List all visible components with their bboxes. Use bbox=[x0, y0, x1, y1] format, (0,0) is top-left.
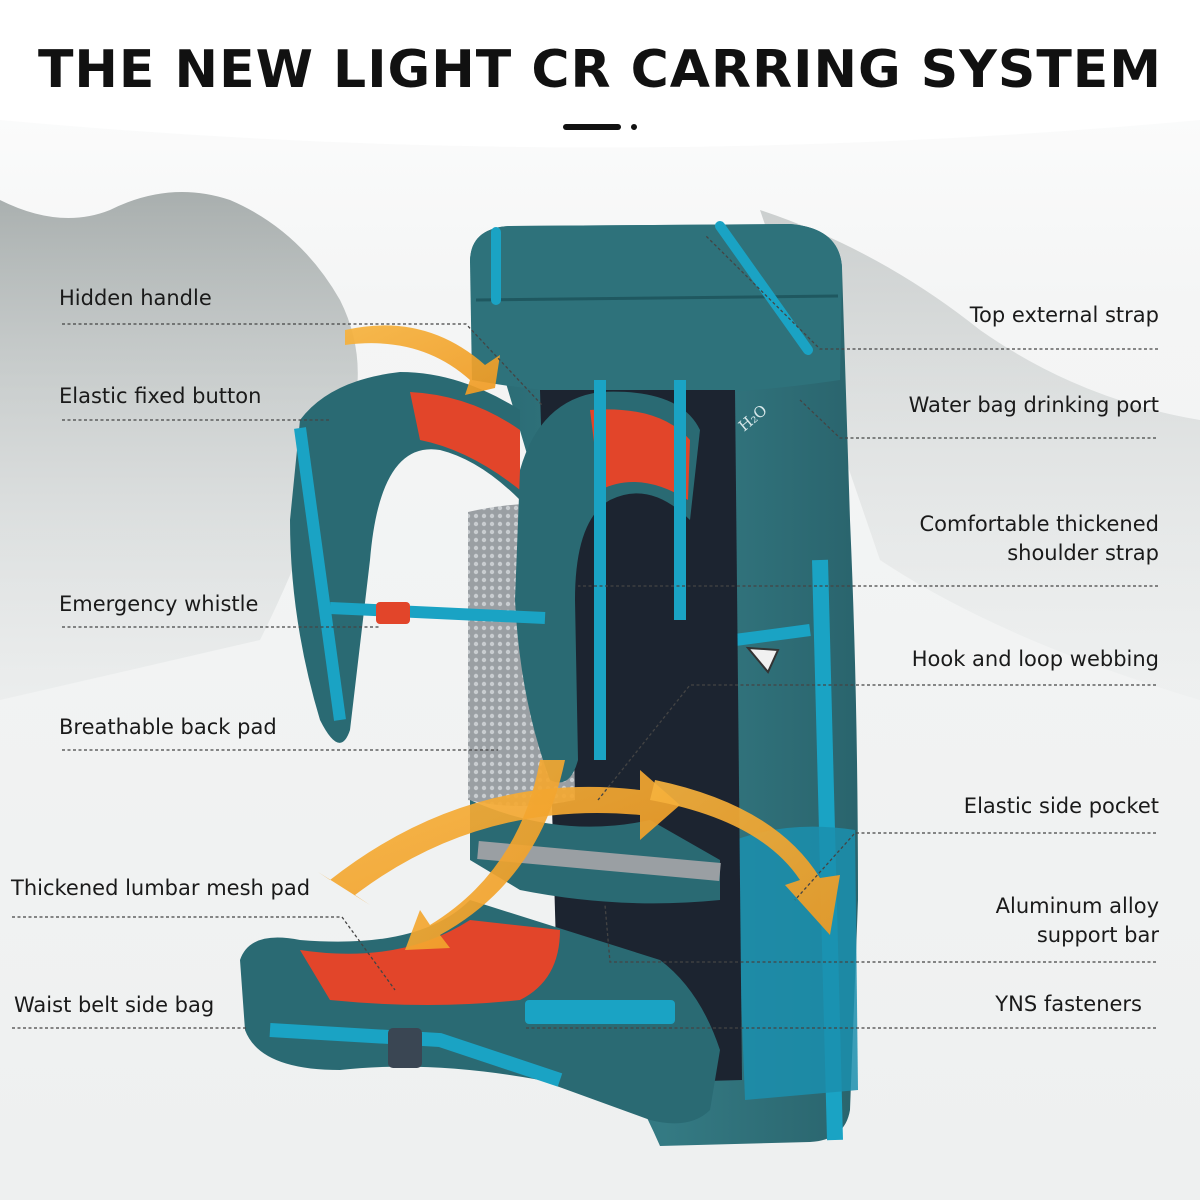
right-strap-orange-lining bbox=[590, 409, 690, 500]
leader-water-bag-drinking-port bbox=[799, 399, 1156, 439]
leader-hidden-handle bbox=[62, 323, 543, 406]
top-external-strap-shape bbox=[491, 221, 813, 355]
title-divider-dot bbox=[631, 124, 637, 130]
page-title: THE NEW LIGHT CR CARRING SYSTEM bbox=[37, 40, 1163, 100]
callout-yns-fasteners: YNS fasteners bbox=[995, 992, 1142, 1016]
callout-support-bar-line2: support bar bbox=[1036, 923, 1159, 947]
sternum-strap bbox=[329, 602, 546, 624]
title-divider bbox=[563, 124, 621, 130]
arrow-left bbox=[318, 770, 680, 905]
yns-buckle bbox=[388, 1028, 422, 1068]
left-strap-orange-lining bbox=[410, 392, 520, 490]
callout-hidden-handle: Hidden handle bbox=[59, 286, 212, 310]
leader-top-external-strap bbox=[705, 235, 1158, 350]
callout-emergency-whistle: Emergency whistle bbox=[59, 592, 259, 616]
leader-hook-and-loop-webbing bbox=[597, 684, 1156, 801]
left-strap-webbing bbox=[294, 427, 346, 721]
arrow-top bbox=[345, 325, 500, 395]
lid-seam bbox=[475, 294, 839, 302]
callout-elastic-fixed-button: Elastic fixed button bbox=[59, 384, 262, 408]
callout-waist-belt-side-bag: Waist belt side bag bbox=[14, 993, 215, 1017]
leader-aluminum-support-bar bbox=[604, 904, 1156, 963]
callout-elastic-side-pocket: Elastic side pocket bbox=[963, 794, 1159, 818]
callout-shoulder-strap-line1: Comfortable thickened bbox=[919, 512, 1159, 536]
leader-lumbar-mesh-pad bbox=[12, 916, 396, 991]
right-strap-webbing bbox=[594, 380, 686, 760]
mountain-left bbox=[0, 192, 358, 700]
left-leader-lines bbox=[12, 323, 543, 1029]
mountain-right bbox=[760, 210, 1200, 700]
bag-lid bbox=[470, 224, 842, 396]
title-band bbox=[0, 0, 1200, 148]
arrow-right bbox=[650, 780, 840, 935]
callout-top-external-strap: Top external strap bbox=[969, 303, 1159, 327]
right-shoulder-strap bbox=[515, 391, 700, 783]
arrow-lower bbox=[405, 760, 565, 950]
callout-water-bag-drinking-port: Water bag drinking port bbox=[908, 393, 1159, 417]
leader-elastic-side-pocket bbox=[794, 832, 1156, 901]
hip-belt-orange-lining bbox=[300, 920, 560, 1005]
left-shoulder-strap bbox=[290, 372, 520, 743]
callout-support-bar-line1: Aluminum alloy bbox=[995, 894, 1159, 918]
hook-buckle bbox=[745, 646, 780, 674]
callout-shoulder-strap-line2: shoulder strap bbox=[1007, 541, 1159, 565]
back-panel bbox=[540, 390, 742, 1085]
callout-hook-and-loop-webbing: Hook and loop webbing bbox=[911, 647, 1159, 671]
callout-shoulder-strap: Comfortable thickened shoulder strap bbox=[919, 510, 1159, 568]
callout-thickened-lumbar-mesh-pad: Thickened lumbar mesh pad bbox=[11, 876, 311, 900]
hip-belt-strap bbox=[525, 1000, 675, 1024]
callout-breathable-back-pad: Breathable back pad bbox=[59, 715, 277, 739]
callout-aluminum-alloy-support-bar: Aluminum alloy support bar bbox=[996, 892, 1159, 950]
whistle-buckle bbox=[376, 602, 410, 624]
hook-loop-webbing-shape bbox=[734, 624, 811, 646]
right-leader-lines bbox=[525, 235, 1158, 1029]
hip-belt-webbing bbox=[269, 1023, 563, 1087]
